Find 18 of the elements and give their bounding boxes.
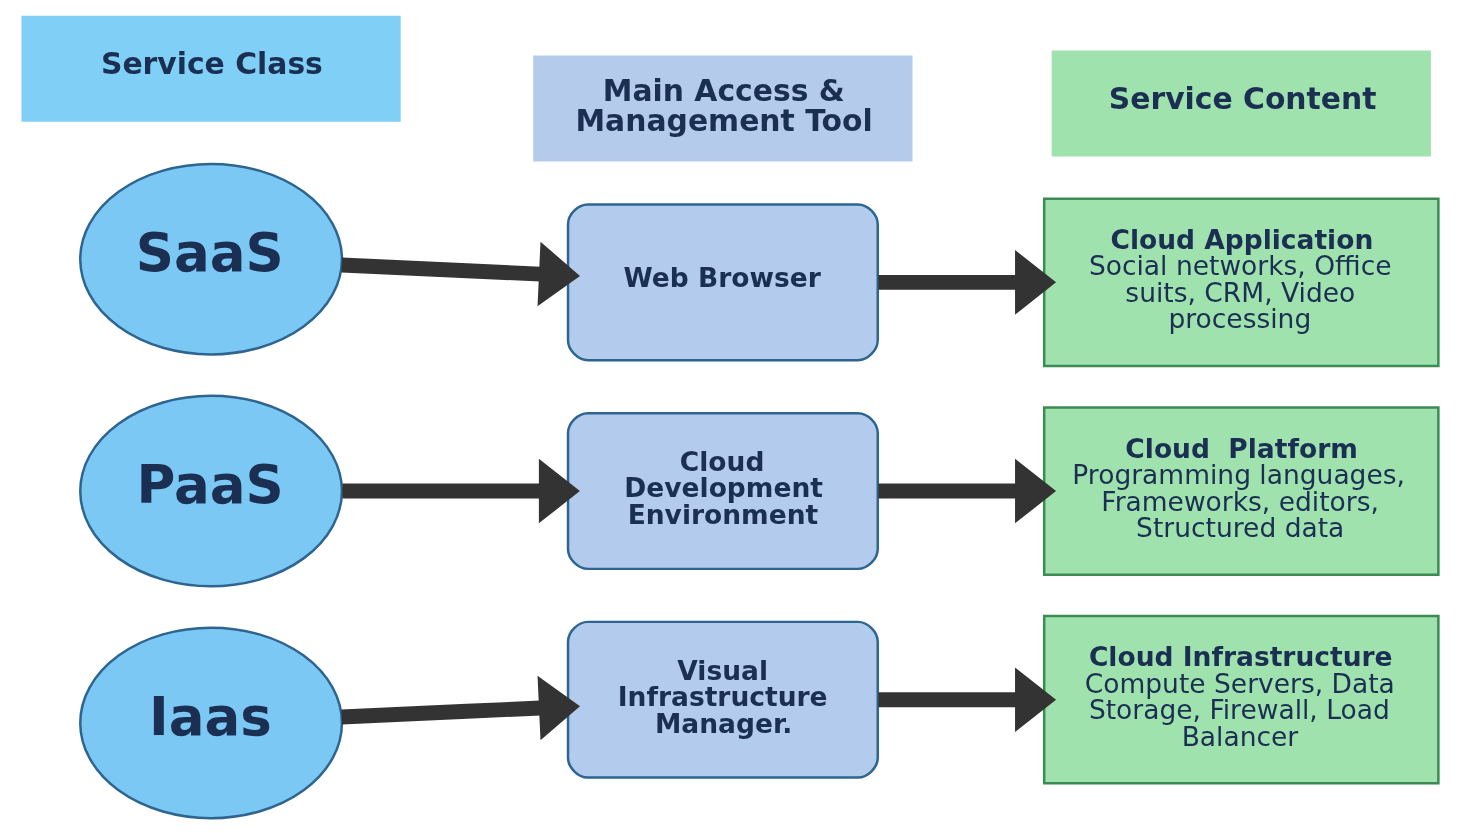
node-box: Cloud Development Environment [566,411,879,571]
node-box: Service Content [1049,48,1433,159]
arrow [341,458,580,524]
node-ellipse: Iaas [78,626,343,820]
node-box: Service Class [19,14,402,124]
node-ellipse: PaaS [78,394,343,588]
node-box: Web Browser [566,203,879,362]
arrow [340,675,580,741]
node-box: Cloud Application Social networks, Office suits, CRM, Video processing [1042,197,1440,368]
node-box: Cloud Infrastructure Compute Servers, Data Storage, Firewall, Load Balancer [1042,614,1440,785]
arrow [877,458,1056,524]
arrow [877,667,1056,733]
node-box: Main Access & Management Tool [531,53,914,164]
arrow [877,250,1056,315]
arrow [340,241,580,307]
node-box: Visual Infrastructure Manager. [566,620,879,779]
node-ellipse: SaaS [78,162,343,356]
node-box: Cloud Platform Programming languages, Frameworks, editors, Structured data [1042,406,1440,576]
